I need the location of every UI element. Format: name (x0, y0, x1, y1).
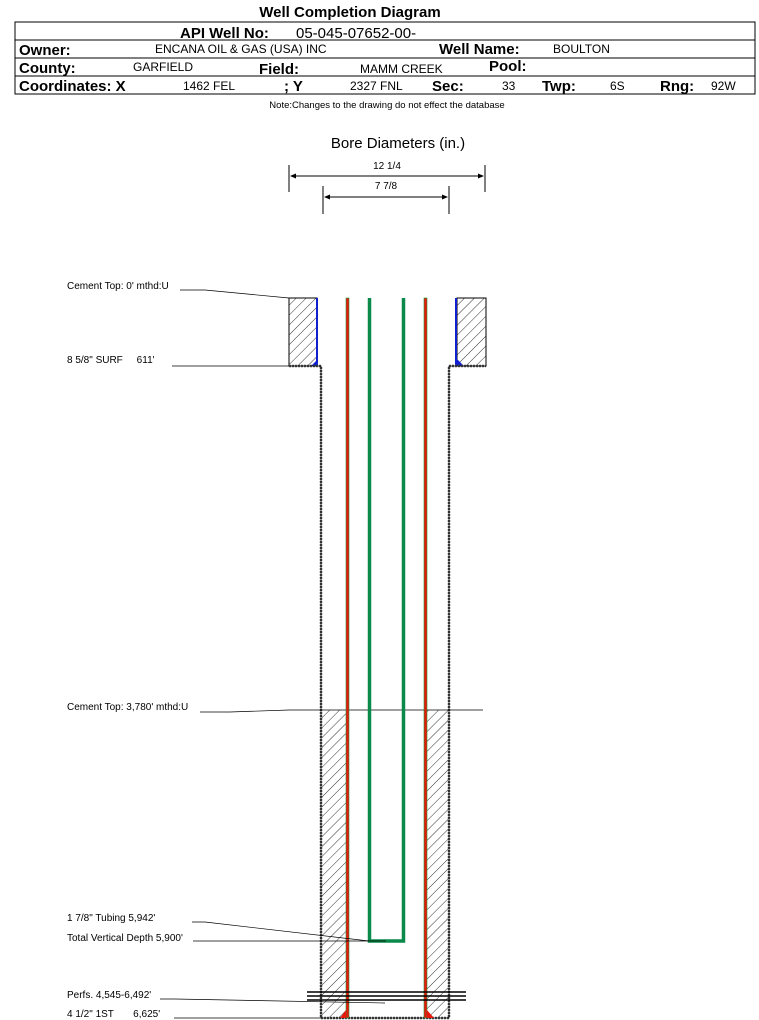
production-casing-right (423, 297, 428, 1019)
rng-label: Rng: (660, 78, 694, 95)
coord-x-value: 1462 FEL (183, 79, 235, 93)
rng-value: 92W (711, 79, 736, 93)
field-value: MAMM CREEK (360, 62, 443, 76)
cement-top-label-2: Cement Top: 3,780' mthd:U (67, 702, 188, 713)
depth-labels: Cement Top: 0' mthd:U 8 5/8" SURF 611' C… (67, 281, 386, 1020)
api-label: API Well No: (180, 25, 269, 42)
header-table: API Well No: 05-045-07652-00- Owner: ENC… (14, 21, 756, 95)
well-name-label: Well Name: (439, 41, 520, 58)
surface-cement-right (456, 297, 487, 367)
production-casing-left (345, 297, 350, 1019)
cement-top-label-1: Cement Top: 0' mthd:U (67, 281, 169, 292)
county-label: County: (19, 60, 76, 77)
field-label: Field: (259, 61, 299, 78)
production-casing-label: 4 1/2" 1ST 6,625' (67, 1009, 160, 1020)
coord-y-value: 2327 FNL (350, 79, 403, 93)
wellbore (288, 297, 487, 1020)
coord-y-label: ; Y (284, 78, 303, 95)
county-value: GARFIELD (133, 60, 193, 74)
twp-label: Twp: (542, 78, 576, 95)
note-text: Note:Changes to the drawing do not effec… (269, 100, 504, 111)
sec-value: 33 (502, 79, 516, 93)
page-title: Well Completion Diagram (259, 4, 440, 21)
sec-label: Sec: (432, 78, 464, 95)
perfs-label: Perfs. 4,545-6,492' (67, 990, 151, 1001)
tubing (367, 298, 406, 943)
well-name-value: BOULTON (553, 42, 610, 56)
bore-diameters-title: Bore Diameters (in.) (331, 135, 465, 152)
production-cement-left (322, 710, 346, 1017)
api-value: 05-045-07652-00- (296, 25, 416, 42)
owner-label: Owner: (19, 42, 71, 59)
owner-value: ENCANA OIL & GAS (USA) INC (155, 42, 327, 56)
pool-label: Pool: (489, 58, 527, 75)
surface-cement-left (288, 297, 318, 367)
tubing-label: 1 7/8" Tubing 5,942' (67, 913, 155, 924)
tvd-label: Total Vertical Depth 5,900' (67, 933, 183, 944)
bore-diameters: Bore Diameters (in.) 12 1/4 7 7/8 (288, 135, 486, 214)
production-cement-right (427, 710, 448, 1017)
coord-x-label: Coordinates: X (19, 78, 126, 95)
perforations (307, 991, 466, 1001)
bore-inner-label: 7 7/8 (375, 181, 398, 192)
twp-value: 6S (610, 79, 625, 93)
surface-casing-label: 8 5/8" SURF 611' (67, 355, 155, 366)
bore-outer-label: 12 1/4 (373, 161, 401, 172)
